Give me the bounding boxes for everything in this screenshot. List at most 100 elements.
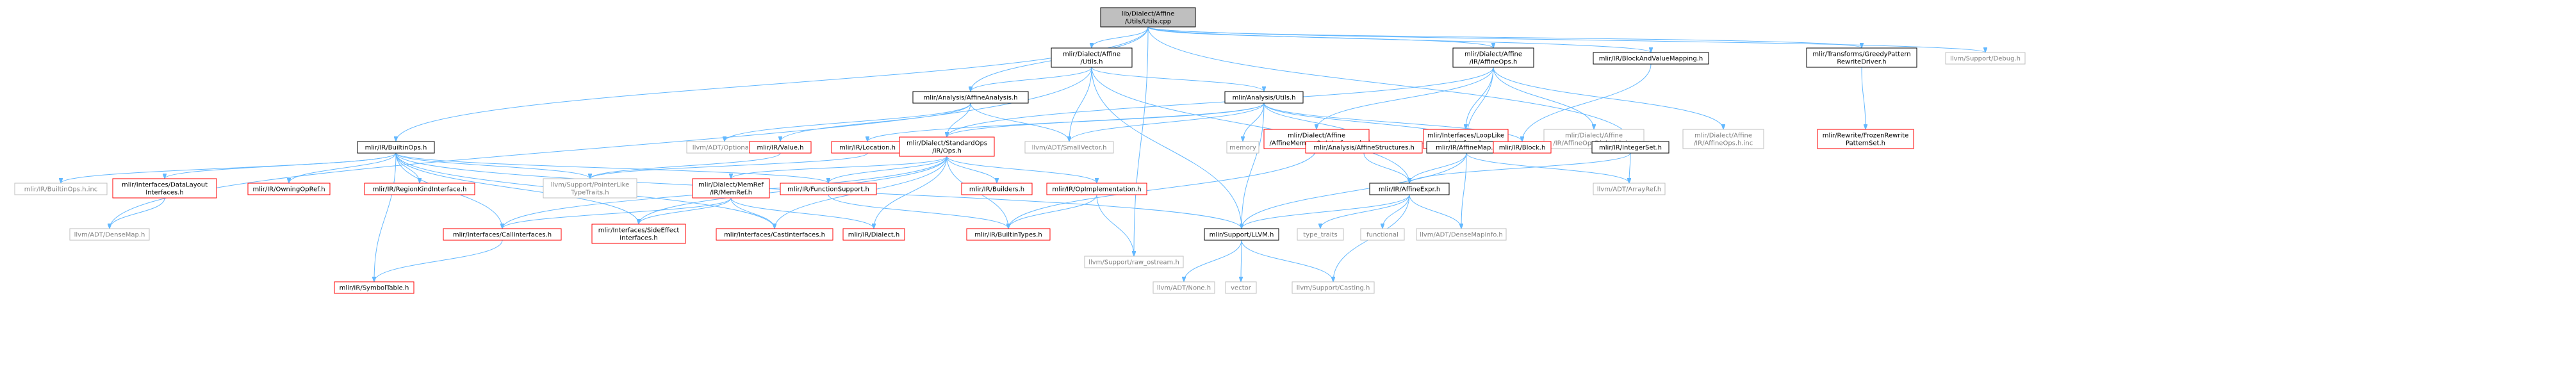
edge-affine_expr_h-to-dense_map_info_h <box>1409 194 1461 229</box>
edge-builtin_ops_h-to-symbol_table_h <box>374 152 397 282</box>
node-affine-analysis-h[interactable]: mlir/Analysis/AffineAnalysis.h <box>912 91 1029 104</box>
edge-affine_analysis_h-to-value_h <box>780 102 971 142</box>
node-small-vector-h[interactable]: llvm/ADT/SmallVector.h <box>1024 141 1114 154</box>
edge-affine_map_h-to-affine_expr_h <box>1409 152 1467 184</box>
node-block-h[interactable]: mlir/IR/Block.h <box>1493 141 1552 154</box>
edge-location_h-to-pointer_like_traits_h <box>590 152 868 179</box>
node-builtin-types-h[interactable]: mlir/IR/BuiltinTypes.h <box>966 228 1051 241</box>
node-label-line: vector <box>1231 285 1252 292</box>
edge-builtin_ops_h-to-region_kind_if_h <box>395 152 420 184</box>
node-box <box>1945 52 2026 65</box>
node-affine-expr-h[interactable]: mlir/IR/AffineExpr.h <box>1369 183 1450 195</box>
node-label-line: mlir/Dialect/Affine <box>1063 51 1120 58</box>
node-box <box>69 228 150 241</box>
edge-affine_ops_h-to-affine_ops_h_inc <box>1493 67 1723 129</box>
node-label-line: llvm/ADT/ArrayRef.h <box>1597 186 1662 193</box>
edge-memref_h-to-cast_interfaces_h <box>730 197 775 229</box>
node-symbol-table-h[interactable]: mlir/IR/SymbolTable.h <box>334 281 414 294</box>
node-label-line: RewriteDriver.h <box>1837 59 1886 66</box>
node-label-line: mlir/Interfaces/CallInterfaces.h <box>453 232 552 239</box>
node-none-h[interactable]: llvm/ADT/None.h <box>1153 281 1215 294</box>
node-label-line: llvm/Support/PointerLike <box>551 182 630 189</box>
node-value-h[interactable]: mlir/IR/Value.h <box>749 141 812 154</box>
node-builtin-ops-h-inc[interactable]: mlir/IR/BuiltinOps.h.inc <box>14 183 108 195</box>
node-array-ref-h[interactable]: llvm/ADT/ArrayRef.h <box>1593 183 1666 195</box>
node-label-line: memory <box>1229 145 1256 152</box>
node-memref-h[interactable]: mlir/Dialect/MemRef/IR/MemRef.h <box>692 178 770 199</box>
node-functional[interactable]: functional <box>1360 228 1405 241</box>
node-box <box>357 141 435 154</box>
node-box <box>1046 183 1147 195</box>
edge-builtin_ops_h-to-side_effect_if_h <box>395 152 639 224</box>
node-llvm-h[interactable]: mlir/Support/LLVM.h <box>1204 228 1279 241</box>
node-box <box>1225 281 1257 294</box>
node-label-line: mlir/Dialect/StandardOps <box>907 140 987 147</box>
edge-root-to-affine_utils_h <box>1092 26 1149 49</box>
node-box <box>1591 141 1669 154</box>
edge-affine_expr_h-to-functional <box>1382 194 1410 229</box>
edge-root-to-integer_set_h <box>1147 26 1630 142</box>
node-vector[interactable]: vector <box>1225 281 1257 294</box>
node-raw-ostream-h[interactable]: llvm/Support/raw_ostream.h <box>1084 256 1184 268</box>
node-label-line: llvm/Support/Casting.h <box>1297 285 1370 292</box>
node-affine-structures-h[interactable]: mlir/Analysis/AffineStructures.h <box>1305 141 1423 154</box>
edge-memref_h-to-side_effect_if_h <box>639 197 732 225</box>
edge-affine_map_h-to-array_ref_h <box>1466 152 1629 184</box>
node-box <box>1806 47 1917 68</box>
node-dense-map-info-h[interactable]: llvm/ADT/DenseMapInfo.h <box>1416 228 1507 241</box>
node-builtin-ops-h[interactable]: mlir/IR/BuiltinOps.h <box>357 141 435 154</box>
node-box <box>842 228 905 241</box>
node-label-line: /Utils/Utils.cpp <box>1125 19 1171 26</box>
node-label-line: mlir/IR/AffineMap.h <box>1436 145 1497 152</box>
edge-value_h-to-pointer_like_traits_h <box>590 152 781 179</box>
node-cast-interfaces-h[interactable]: mlir/Interfaces/CastInterfaces.h <box>716 228 833 241</box>
node-greedy-pattern-h[interactable]: mlir/Transforms/GreedyPatternRewriteDriv… <box>1806 47 1917 68</box>
node-label-line: functional <box>1366 232 1399 239</box>
node-affine-ops-h[interactable]: mlir/Dialect/Affine/IR/AffineOps.h <box>1452 47 1534 68</box>
node-box <box>1051 47 1133 68</box>
node-casting-h[interactable]: llvm/Support/Casting.h <box>1292 281 1375 294</box>
node-memory[interactable]: memory <box>1226 141 1259 154</box>
edge-affine_expr_h-to-type_traits <box>1320 194 1410 229</box>
node-box <box>1292 281 1375 294</box>
node-owning-op-ref-h[interactable]: mlir/IR/OwningOpRef.h <box>247 183 331 195</box>
node-analysis-utils-h[interactable]: mlir/Analysis/Utils.h <box>1224 91 1304 104</box>
node-box <box>1297 228 1344 241</box>
node-dialect-h[interactable]: mlir/IR/Dialect.h <box>842 228 905 241</box>
edge-affine_utils_h-to-llvm_h <box>1091 67 1242 229</box>
node-root[interactable]: lib/Dialect/Affine/Utils/Utils.cpp <box>1100 7 1196 28</box>
node-label-line: llvm/ADT/SmallVector.h <box>1032 145 1107 152</box>
edge-memref_h-to-dialect_h <box>730 197 874 229</box>
node-label-line: mlir/IR/FunctionSupport.h <box>787 186 869 193</box>
node-label-line: PatternSet.h <box>1846 140 1885 147</box>
node-op-implementation-h[interactable]: mlir/IR/OpImplementation.h <box>1046 183 1147 195</box>
node-label-line: llvm/ADT/DenseMapInfo.h <box>1420 232 1503 239</box>
node-affine-map-h[interactable]: mlir/IR/AffineMap.h <box>1426 141 1507 154</box>
node-label-line: mlir/IR/IntegerSet.h <box>1599 145 1662 152</box>
node-function-support-h[interactable]: mlir/IR/FunctionSupport.h <box>780 183 877 195</box>
node-block-value-mapping-h[interactable]: mlir/IR/BlockAndValueMapping.h <box>1593 52 1709 65</box>
node-builders-h[interactable]: mlir/IR/Builders.h <box>961 183 1033 195</box>
edge-root-to-raw_ostream_h <box>1134 26 1149 256</box>
node-region-kind-if-h[interactable]: mlir/IR/RegionKindInterface.h <box>364 183 475 195</box>
node-dense-map-h[interactable]: llvm/ADT/DenseMap.h <box>69 228 150 241</box>
node-integer-set-h[interactable]: mlir/IR/IntegerSet.h <box>1591 141 1669 154</box>
node-affine-utils-h[interactable]: mlir/Dialect/Affine/Utils.h <box>1051 47 1133 68</box>
node-location-h[interactable]: mlir/IR/Location.h <box>831 141 904 154</box>
edge-analysis_utils_h-to-block_h <box>1263 102 1522 142</box>
node-call-interfaces-h[interactable]: mlir/Interfaces/CallInterfaces.h <box>443 228 562 241</box>
node-debug-h[interactable]: llvm/Support/Debug.h <box>1945 52 2026 65</box>
node-type-traits[interactable]: type_traits <box>1297 228 1344 241</box>
node-label-line: mlir/Interfaces/SideEffect <box>598 227 680 234</box>
edge-builtin_ops_h-to-pointer_like_traits_h <box>395 152 590 179</box>
node-label-line: type_traits <box>1303 232 1337 239</box>
node-label-line: lib/Dialect/Affine <box>1122 11 1175 18</box>
node-affine-ops-h-inc[interactable]: mlir/Dialect/Affine/IR/AffineOps.h.inc <box>1682 129 1764 149</box>
node-box <box>364 183 475 195</box>
node-standard-ops-h[interactable]: mlir/Dialect/StandardOps/IR/Ops.h <box>899 136 995 157</box>
node-label-line: mlir/Interfaces/LoopLike <box>1427 133 1504 140</box>
